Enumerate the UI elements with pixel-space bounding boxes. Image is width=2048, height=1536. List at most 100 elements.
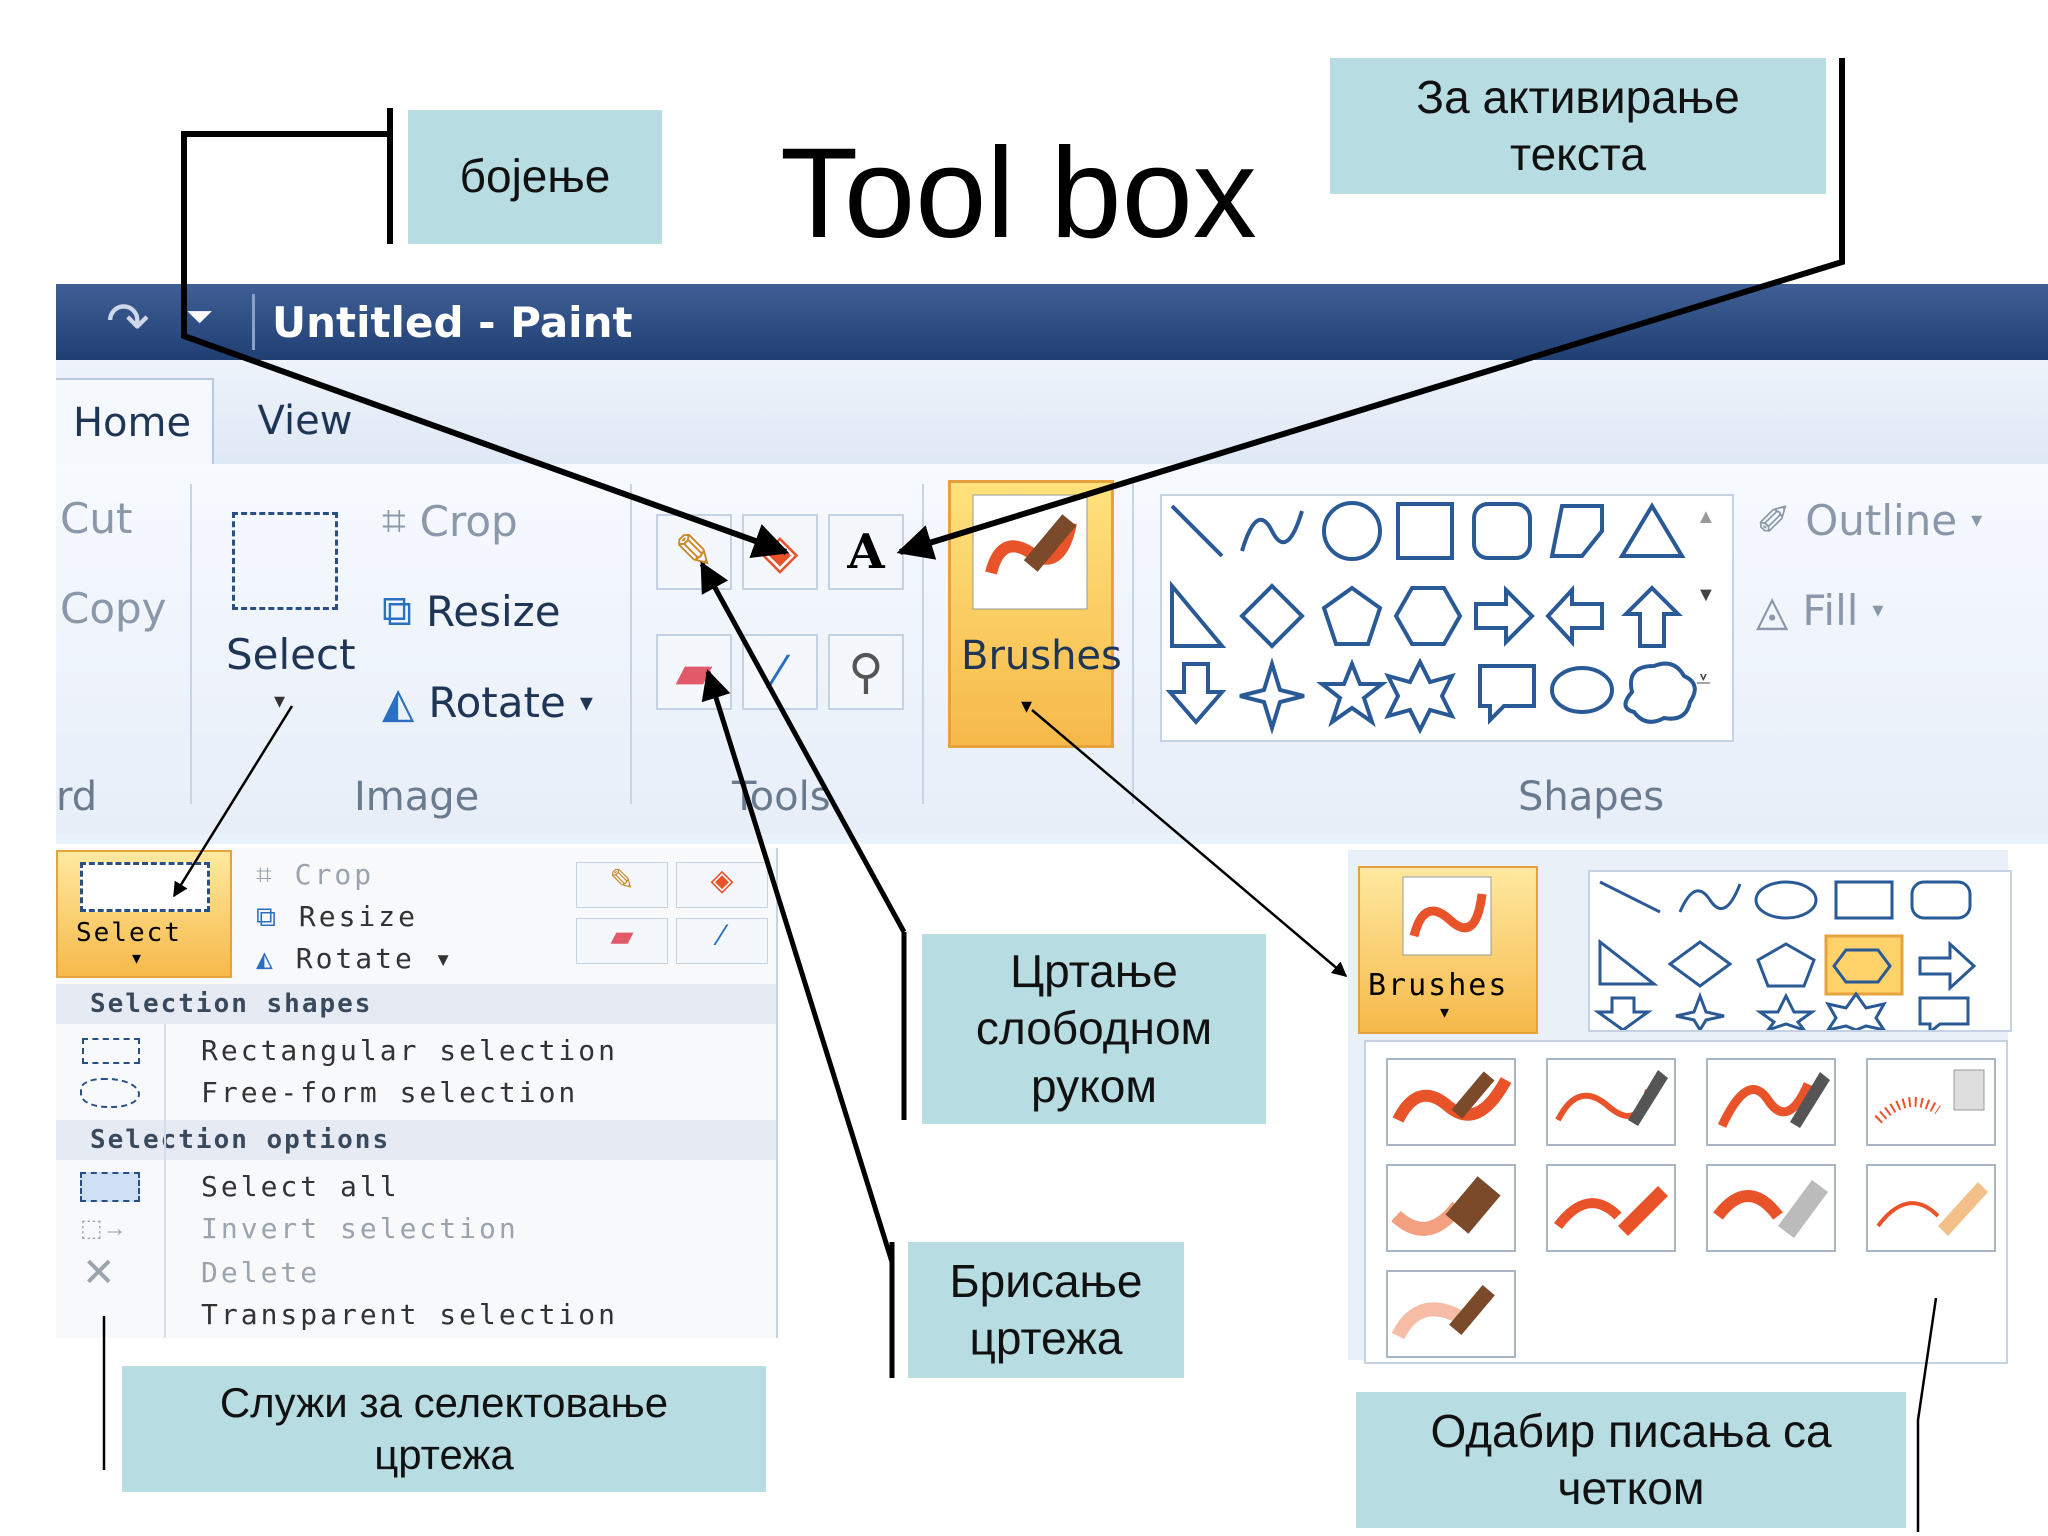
brushes-button-active[interactable]: Brushes ▾ — [1358, 866, 1538, 1034]
shapes-gallery-mini[interactable] — [1588, 870, 2012, 1036]
clipboard-group-label: rd — [56, 774, 98, 820]
eraser-icon: ▰ — [576, 918, 668, 964]
resize-label: Resize — [426, 586, 561, 636]
copy-label: Copy — [60, 584, 167, 633]
redo-icon[interactable]: ↷ — [106, 293, 150, 351]
callout-selection: Служи за селектовање цртежа — [122, 1366, 766, 1492]
brush-icon — [1402, 876, 1492, 956]
brush-option[interactable] — [1386, 1164, 1516, 1252]
window-title: Untitled - Paint — [272, 298, 633, 347]
brush-icon — [1392, 1071, 1512, 1123]
shapes-expand-icon[interactable]: ⩡ — [1696, 664, 1711, 694]
brush-option[interactable] — [1706, 1058, 1836, 1146]
fill-icon: ◬ — [1756, 586, 1789, 635]
rotate-label: Rotate — [428, 678, 566, 727]
select-menu-dropdown-icon: ▾ — [132, 948, 142, 968]
brush-option[interactable] — [1386, 1058, 1516, 1146]
cut-button[interactable]: Cut — [60, 494, 132, 543]
brush-gallery — [1364, 1040, 2008, 1364]
menu-tools-preview: ✎ ◈ ▰ ⁄ — [576, 862, 776, 972]
select-dropdown-icon: ▾ — [274, 688, 286, 713]
group-separator — [190, 484, 192, 804]
brush-option[interactable] — [1706, 1164, 1836, 1252]
cut-label: Cut — [60, 494, 133, 543]
paint-ribbon: ↷ ⏷ Untitled - Paint Home View Cut Copy … — [56, 284, 2048, 844]
select-menu-label: Select — [76, 918, 182, 948]
menu-rotate-label: Rotate — [295, 942, 415, 975]
brush-icon — [972, 494, 1088, 610]
magnifier-icon[interactable]: ⚲ — [828, 634, 904, 710]
shapes-gallery[interactable] — [1160, 494, 1734, 742]
quick-access-dropdown-icon[interactable]: ⏷ — [186, 298, 214, 336]
tab-home[interactable]: Home — [56, 378, 214, 466]
selection-rect-icon — [232, 512, 338, 610]
callout-erase-drawing: Брисање цртежа — [908, 1242, 1184, 1378]
menu-resize-label: Resize — [298, 900, 419, 933]
select-button-active[interactable]: Select ▾ — [56, 850, 232, 978]
shapes-group-label: Shapes — [1518, 774, 1665, 820]
menu-crop[interactable]: ⌗ Crop — [256, 858, 374, 892]
outline-pen-icon: ✐ — [1756, 496, 1792, 545]
brushes-dropdown-panel: Brushes ▾ — [1348, 850, 2012, 1364]
select-label: Select — [226, 630, 356, 679]
oil-brush-icon — [1391, 1176, 1501, 1236]
menu-delete[interactable]: Delete — [201, 1256, 321, 1289]
resize-icon: ⧉ — [382, 586, 412, 635]
brushes-panel-label: Brushes — [1368, 968, 1509, 1003]
group-separator — [922, 484, 924, 804]
outline-button[interactable]: ✐ Outline ▾ — [1756, 496, 1982, 545]
brush-option[interactable] — [1866, 1058, 1996, 1146]
brush-option[interactable] — [1546, 1164, 1676, 1252]
shapes-scroll-up-icon[interactable]: ▲ — [1696, 506, 1716, 528]
callout-coloring: бојење — [408, 110, 662, 244]
menu-crop-label: Crop — [294, 858, 375, 891]
color-picker-icon: ⁄ — [676, 918, 768, 964]
rotate-button[interactable]: ◭Rotate▾ — [382, 678, 593, 727]
brush-option[interactable] — [1546, 1058, 1676, 1146]
rotate-dropdown-icon: ▾ — [414, 942, 455, 975]
menu-invert-selection[interactable]: Invert selection — [201, 1212, 519, 1245]
shapes-scroll-down-icon[interactable]: ▼ — [1696, 584, 1716, 606]
rectangular-selection-icon — [82, 1038, 140, 1064]
tab-view[interactable]: View — [257, 398, 353, 444]
section-selection-options: Selection options — [56, 1120, 776, 1160]
title-separator — [252, 294, 255, 350]
menu-resize[interactable]: ⧉ Resize — [256, 900, 418, 934]
shapes-mini-icon — [1593, 880, 1977, 1036]
brushes-button[interactable]: Brushes ▾ — [948, 480, 1122, 748]
resize-button[interactable]: ⧉ Resize — [382, 586, 561, 636]
outline-dropdown-icon: ▾ — [1971, 508, 1983, 533]
crop-icon: ⌗ — [256, 858, 295, 891]
select-button[interactable]: Select ▾ — [226, 504, 356, 714]
airbrush-icon — [1874, 1069, 1985, 1124]
menu-select-all[interactable]: Select all — [201, 1170, 400, 1203]
section-selection-shapes: Selection shapes — [56, 984, 776, 1024]
text-icon[interactable]: A — [828, 514, 904, 590]
calligraphy-pen-icon — [1555, 1070, 1668, 1126]
rotate-icon: ◭ — [256, 942, 296, 975]
rotate-icon: ◭ — [382, 678, 415, 727]
marker-icon — [1713, 1180, 1828, 1238]
crop-button[interactable]: ⌗Crop — [382, 496, 518, 546]
callout-freehand-drawing: Цртање слободном руком — [922, 934, 1266, 1124]
brush-option[interactable] — [1866, 1164, 1996, 1252]
brush-option[interactable] — [1386, 1270, 1516, 1358]
fill-dropdown-icon: ▾ — [1872, 598, 1884, 623]
fill-label: Fill — [1802, 586, 1859, 635]
brushes-dropdown-icon: ▾ — [1021, 693, 1033, 718]
menu-rotate[interactable]: ◭ Rotate ▾ — [256, 942, 455, 975]
image-group-label: Image — [354, 774, 480, 820]
menu-free-form-selection[interactable]: Free-form selection — [201, 1076, 579, 1109]
ribbon-tabs: Home View — [56, 360, 2048, 466]
outline-label: Outline — [1805, 496, 1958, 545]
select-dropdown-menu: Select ▾ ⌗ Crop ⧉ Resize ◭ Rotate ▾ ✎ ◈ … — [56, 848, 778, 1338]
menu-transparent-selection[interactable]: Transparent selection — [201, 1298, 619, 1331]
fill-bucket-icon: ◈ — [676, 862, 768, 908]
copy-button[interactable]: Copy — [60, 584, 167, 633]
fill-button[interactable]: ◬ Fill ▾ — [1756, 586, 1883, 635]
pencil-brush-icon — [1876, 1182, 1988, 1236]
menu-rectangular-selection[interactable]: Rectangular selection — [201, 1034, 619, 1067]
invert-selection-icon: ⬚→ — [80, 1215, 127, 1242]
callout-brush-writing: Одабир писања са четком — [1356, 1392, 1906, 1528]
